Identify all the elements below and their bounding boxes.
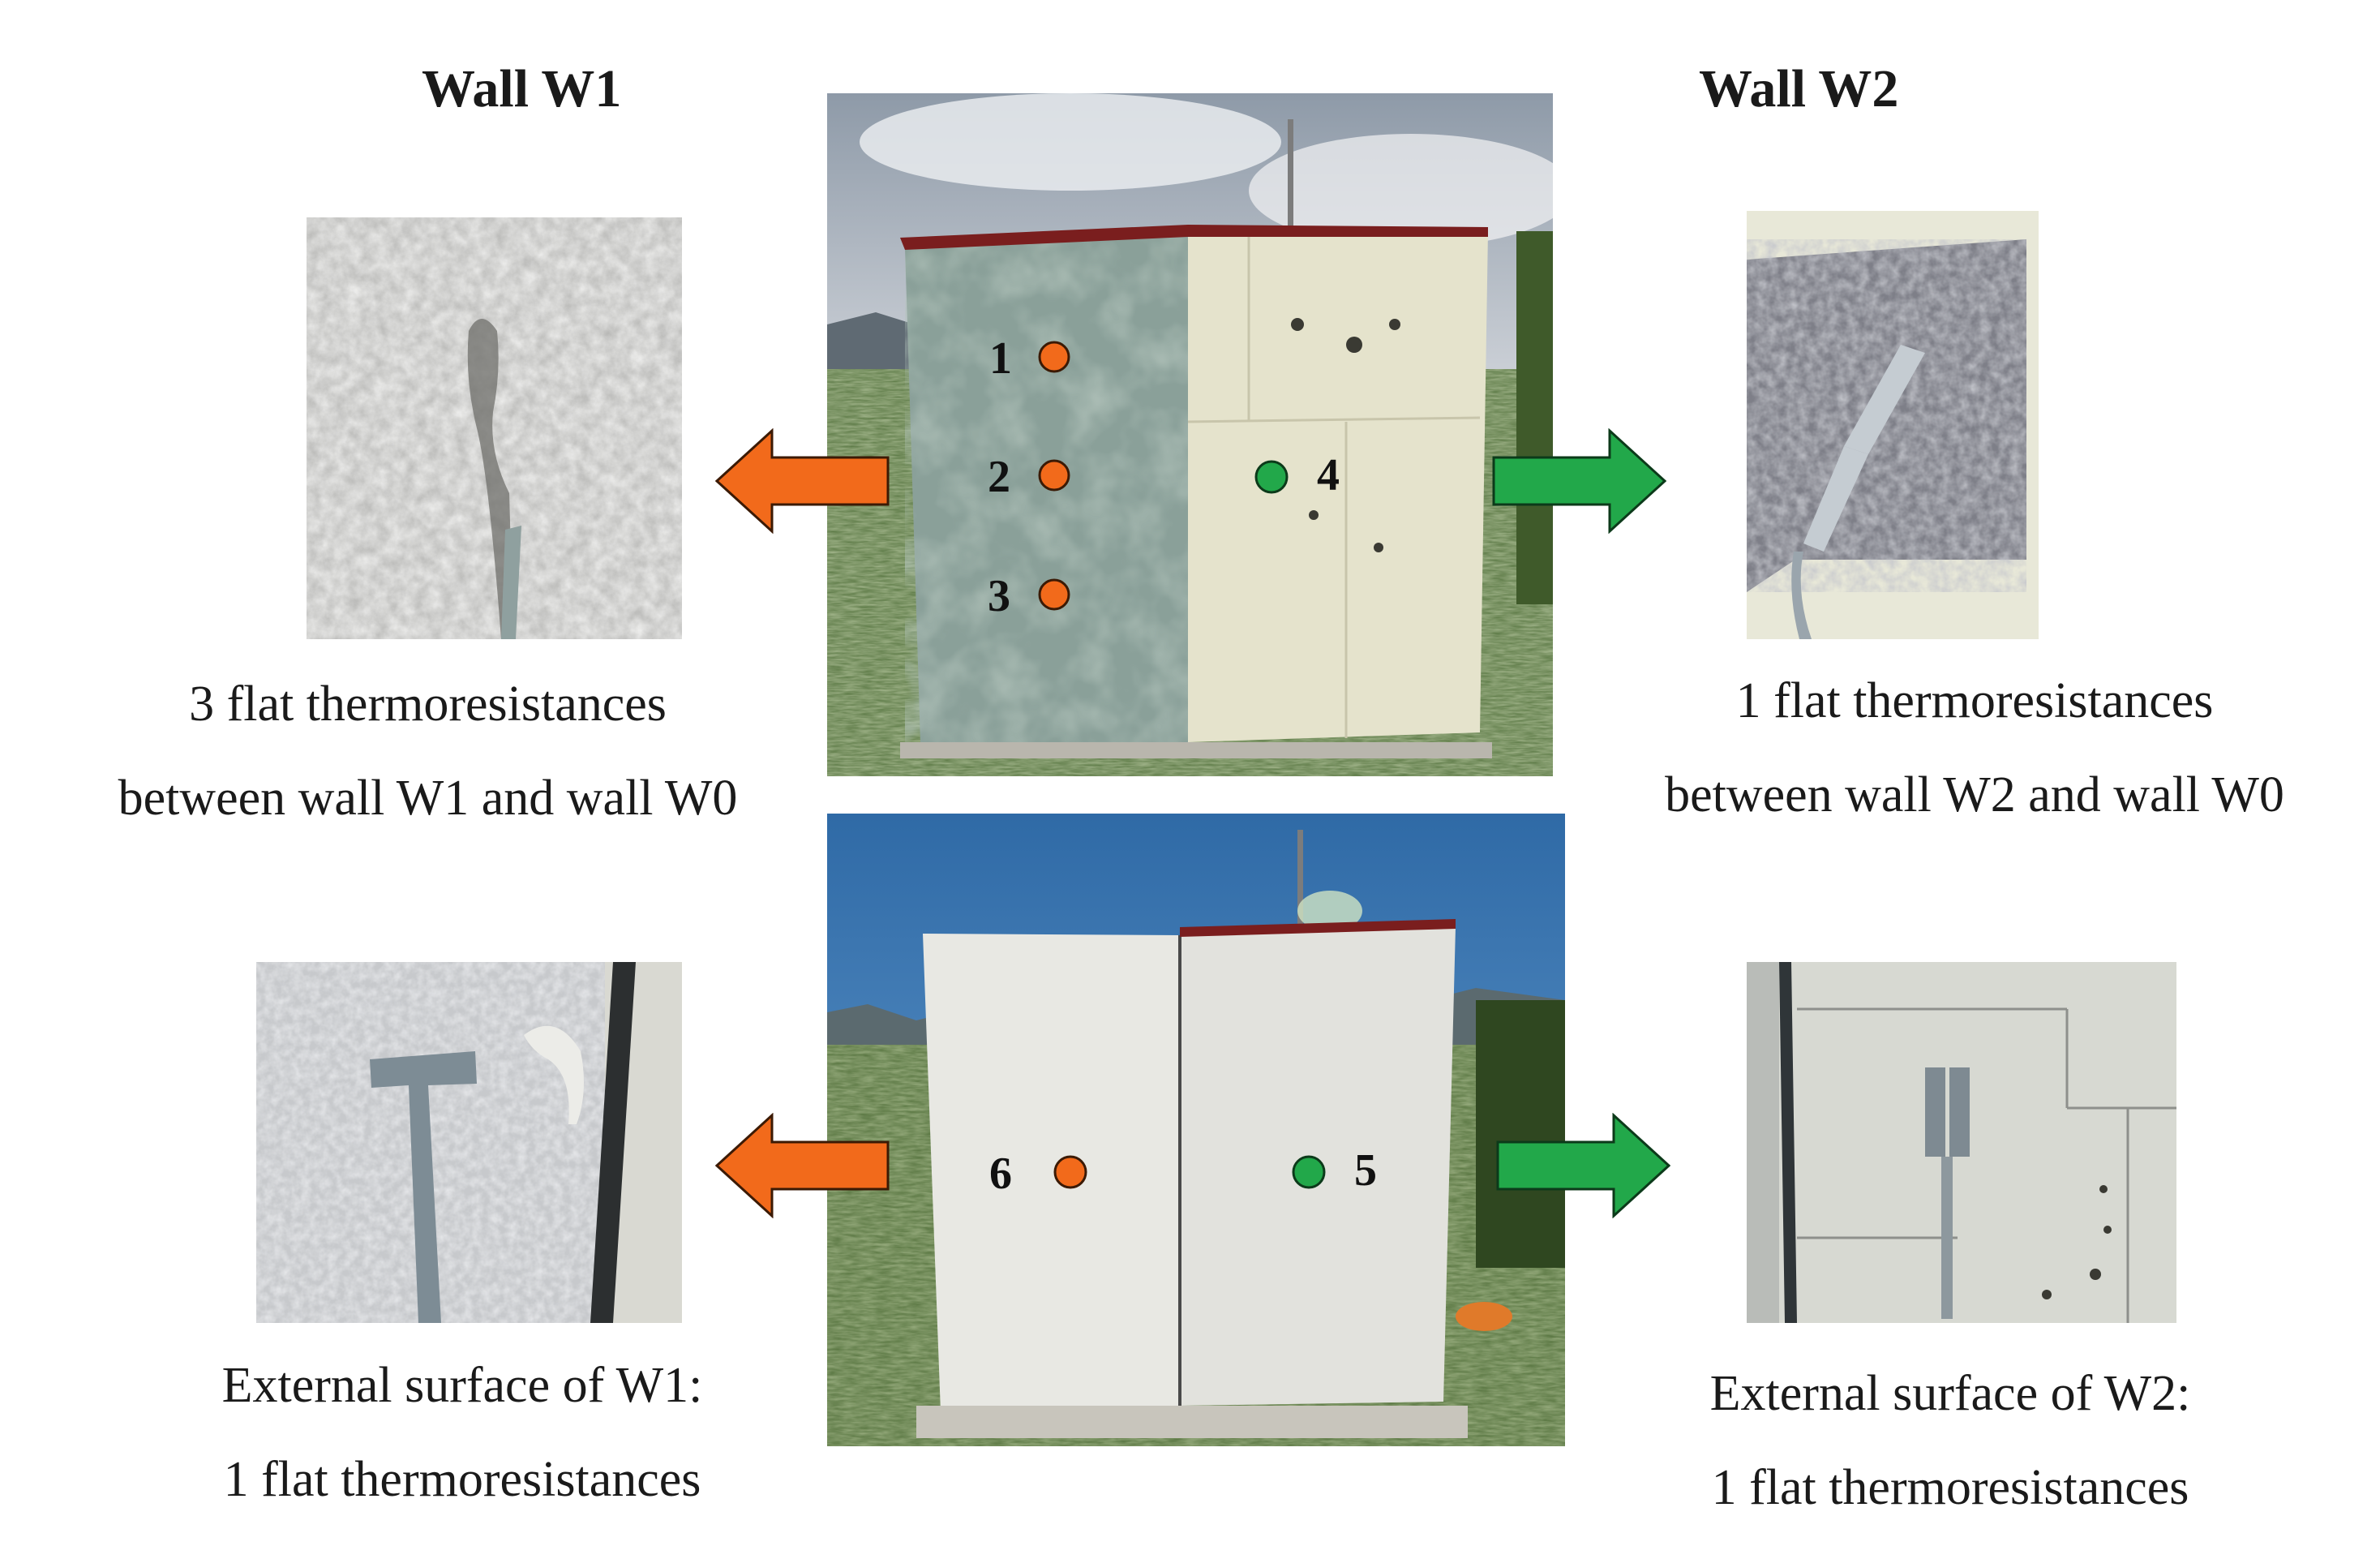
- w1-internal-caption: 3 flat thermoresistances between wall W1…: [32, 657, 823, 845]
- w2-external-caption-line-2: 1 flat thermoresistances: [1711, 1460, 2189, 1515]
- sensor-6-marker: [1053, 1155, 1087, 1189]
- w1-internal-caption-line-2: between wall W1 and wall W0: [118, 771, 738, 826]
- sensor-5-label: 5: [1354, 1145, 1377, 1196]
- building-photo-internal: 1 2 3 4: [827, 93, 1553, 776]
- wall-w1-title: Wall W1: [422, 59, 622, 118]
- w1-external-caption-line-2: 1 flat thermoresistances: [223, 1452, 701, 1507]
- w1-internal-sensor-photo: [307, 217, 682, 639]
- w2-internal-caption-line-1: 1 flat thermoresistances: [1735, 673, 2214, 728]
- w2-external-caption: External surface of W2: 1 flat thermores…: [1602, 1346, 2299, 1535]
- sensor-2-label: 2: [988, 452, 1010, 502]
- w1-external-caption-line-1: External surface of W1:: [221, 1358, 703, 1413]
- sensor-6-label: 6: [989, 1149, 1012, 1199]
- sensor-3-label: 3: [988, 571, 1010, 621]
- green-arrow-right-top: [1492, 428, 1666, 534]
- sensor-1-label: 1: [989, 333, 1012, 384]
- w1-internal-caption-line-1: 3 flat thermoresistances: [189, 676, 667, 732]
- w1-external-caption: External surface of W1: 1 flat thermores…: [114, 1338, 811, 1527]
- wall-w2-title: Wall W2: [1699, 59, 1899, 118]
- w1-external-sensor-photo: [256, 962, 682, 1323]
- w2-internal-sensor-photo: [1747, 211, 2039, 639]
- green-arrow-right-bottom: [1496, 1113, 1670, 1218]
- sensor-4-label: 4: [1317, 450, 1340, 500]
- sensor-3-marker: [1038, 578, 1070, 611]
- orange-arrow-left-top: [715, 428, 890, 534]
- sensor-2-marker: [1038, 459, 1070, 492]
- w2-internal-caption-line-2: between wall W2 and wall W0: [1665, 767, 2284, 822]
- orange-arrow-left-bottom: [715, 1113, 890, 1218]
- sensor-4-marker: [1254, 460, 1289, 494]
- building-photo-external: 6 5: [827, 814, 1565, 1446]
- w2-external-caption-line-1: External surface of W2:: [1709, 1366, 2191, 1421]
- sensor-5-marker: [1292, 1155, 1326, 1189]
- w2-internal-caption: 1 flat thermoresistances between wall W2…: [1585, 654, 2364, 842]
- sensor-1-marker: [1038, 341, 1070, 373]
- w2-external-sensor-photo: [1747, 962, 2176, 1323]
